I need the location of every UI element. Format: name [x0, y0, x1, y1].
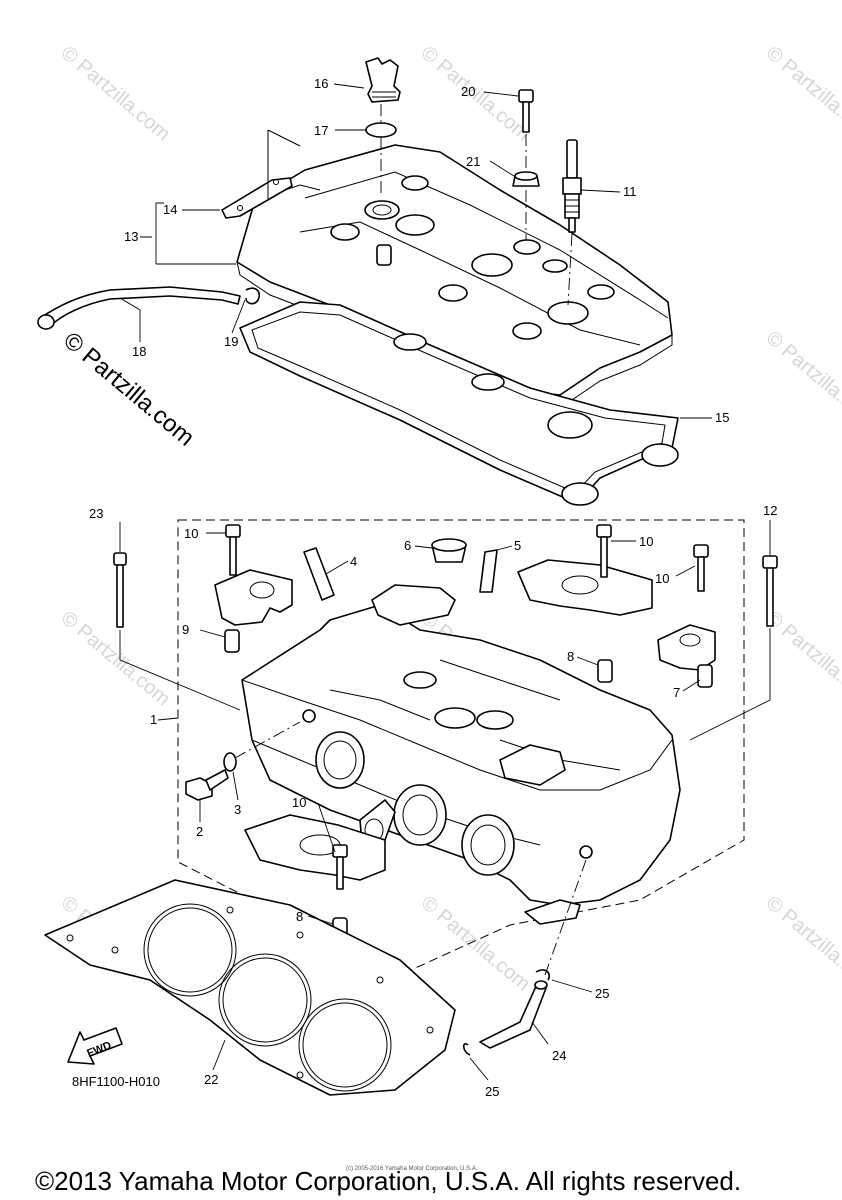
callout-7[interactable]: 7: [673, 685, 680, 700]
callout-6[interactable]: 6: [404, 538, 411, 553]
watermark-text: © Partzilla.com: [57, 607, 174, 710]
cylinder-head-cover[interactable]: [236, 144, 673, 409]
callout-16[interactable]: 16: [314, 76, 328, 91]
watermark-text: © Partzilla.com: [57, 42, 174, 145]
camshaft-cap[interactable]: [657, 624, 716, 671]
cylinder-head-gasket[interactable]: [44, 879, 456, 1096]
callout-25[interactable]: 25: [485, 1084, 499, 1099]
callout-23[interactable]: 23: [89, 506, 103, 521]
leader-line: [689, 628, 771, 741]
leader-dashdot: [234, 721, 301, 759]
cam-guide[interactable]: [479, 549, 498, 593]
watermark-small-text: (c) 2005-2016 Yamaha Motor Corporation, …: [346, 1166, 478, 1172]
dowel-pin[interactable]: [224, 629, 240, 653]
camshaft-cap[interactable]: [244, 814, 386, 881]
callout-25[interactable]: 25: [595, 986, 609, 1001]
callout-8[interactable]: 8: [296, 909, 303, 924]
callout-12[interactable]: 12: [763, 503, 777, 518]
cylinder-head[interactable]: [241, 584, 681, 925]
watermark-text: © Partzilla.com: [762, 42, 842, 145]
callout-10[interactable]: 10: [655, 571, 669, 586]
callout-1[interactable]: 1: [150, 712, 157, 727]
callout-19[interactable]: 19: [224, 334, 238, 349]
gasket-washer[interactable]: [223, 752, 237, 772]
callout-18[interactable]: 18: [132, 344, 146, 359]
copyright-text: ©2013 Yamaha Motor Corporation, U.S.A. A…: [35, 1166, 741, 1196]
hose-clip[interactable]: [245, 287, 261, 305]
callout-8[interactable]: 8: [567, 649, 574, 664]
watermark-text: © Partzilla.com: [762, 327, 842, 430]
fwd-arrow-icon: FWD: [67, 1027, 123, 1065]
leader-lines: [119, 83, 771, 1081]
leader-line: [119, 630, 241, 711]
cover-bracket[interactable]: [221, 129, 301, 219]
callout-17[interactable]: 17: [314, 123, 328, 138]
drain-bolt[interactable]: [185, 769, 229, 801]
watermark-text: © Partzilla.com: [762, 607, 842, 710]
cam-guide[interactable]: [303, 547, 335, 601]
callout-24[interactable]: 24: [552, 1048, 566, 1063]
hose-clip[interactable]: [535, 969, 551, 981]
callout-3[interactable]: 3: [234, 802, 241, 817]
dowel-pin[interactable]: [597, 659, 613, 683]
camshaft-cap[interactable]: [214, 569, 293, 626]
callout-10[interactable]: 10: [292, 795, 306, 810]
breather-hose[interactable]: [37, 286, 241, 330]
dowel-pin[interactable]: [697, 664, 713, 688]
oil-filler-cap[interactable]: [365, 57, 401, 103]
callout-11[interactable]: 11: [623, 184, 637, 199]
spark-plug[interactable]: [562, 139, 582, 233]
callout-10[interactable]: 10: [639, 534, 653, 549]
head-cover-gasket[interactable]: [239, 301, 679, 506]
plug[interactable]: [431, 538, 467, 563]
callout-9[interactable]: 9: [182, 622, 189, 637]
cap-bolt[interactable]: [596, 524, 612, 578]
leader-dashdot: [567, 233, 573, 306]
hose-clip[interactable]: [462, 1043, 471, 1056]
watermark-text: © Partzilla.com: [417, 42, 534, 145]
callout-4[interactable]: 4: [350, 554, 357, 569]
callout-15[interactable]: 15: [715, 410, 729, 425]
watermark-text: © Partzilla.com: [417, 892, 534, 995]
callout-20[interactable]: 20: [461, 84, 475, 99]
cap-bolt[interactable]: [693, 544, 709, 592]
diagram-code: 8HF1100-H010: [72, 1074, 160, 1089]
oil-hose[interactable]: [479, 980, 548, 1049]
head-bolt[interactable]: [113, 552, 127, 628]
callout-5[interactable]: 5: [514, 538, 521, 553]
watermark-main: © Partzilla.com: [58, 327, 199, 452]
leader-dashdot: [544, 859, 587, 976]
o-ring[interactable]: [365, 122, 397, 138]
cap-bolt[interactable]: [332, 844, 348, 890]
callout-2[interactable]: 2: [196, 824, 203, 839]
callouts: 1 2 3 4 5 6 7 8 8 9 10 10 10 10 11 12 13…: [89, 76, 777, 1099]
grommet[interactable]: [512, 171, 540, 187]
callout-13[interactable]: 13: [124, 229, 138, 244]
camshaft-cap[interactable]: [517, 559, 653, 616]
callout-14[interactable]: 14: [163, 202, 177, 217]
cap-bolt[interactable]: [225, 524, 241, 576]
watermark-text: © Partzilla.com: [762, 892, 842, 995]
cover-bolt[interactable]: [518, 89, 534, 133]
head-bolt[interactable]: [762, 555, 778, 627]
callout-22[interactable]: 22: [204, 1072, 218, 1087]
callout-21[interactable]: 21: [466, 154, 480, 169]
callout-10[interactable]: 10: [184, 526, 198, 541]
